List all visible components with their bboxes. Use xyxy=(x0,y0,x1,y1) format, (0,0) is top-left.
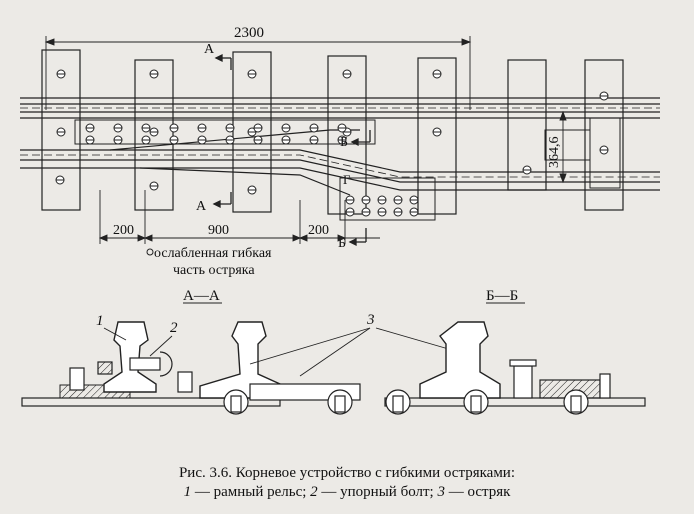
section-b-b-title: Б—Б xyxy=(486,288,518,304)
joint-plates xyxy=(74,117,621,221)
section-a-a-view: А—А 1 2 xyxy=(21,288,361,415)
dimension-chain-lower xyxy=(98,190,380,244)
caption-text-1: — рамный рельс; xyxy=(191,484,311,500)
figure-caption-line-1: Рис. 3.6. Корневое устройство с гибкими … xyxy=(178,465,516,481)
dim-gamma-label: Г xyxy=(343,172,351,187)
section-a-a-title: А—А xyxy=(183,288,220,304)
caption-num-1: 1 xyxy=(183,484,192,500)
dimension-2300 xyxy=(44,36,472,110)
stock-rail-plan xyxy=(20,97,660,119)
dim-364-label: 364,6 xyxy=(547,137,562,169)
stock-rail-profile xyxy=(103,321,157,393)
dim-200-right-label: 200 xyxy=(308,223,329,238)
dim-900-label: 900 xyxy=(208,223,229,238)
caption-text-3: — остряк xyxy=(444,484,511,500)
dim-200-left-label: 200 xyxy=(113,223,134,238)
section-a-bottom-label: А xyxy=(196,199,207,214)
caption-num-2: 2 xyxy=(310,484,318,500)
caption-text-2: — упорный болт; xyxy=(317,484,438,500)
section-b-bottom-label: Б xyxy=(338,236,346,251)
section-a-top-label: А xyxy=(204,42,215,57)
figure-caption-line-2: 1 — рамный рельс; 2 — упорный болт; 3 — … xyxy=(0,483,694,501)
weak-zone-label-1: ослабленная гибкая xyxy=(154,246,272,261)
weak-zone-label-2: часть остряка xyxy=(173,263,255,278)
switch-point-profile-b xyxy=(419,321,501,399)
section-b-b-view: Б—Б xyxy=(384,288,646,415)
section-mark-b xyxy=(348,130,371,247)
section-b-top-label: Б xyxy=(340,135,348,150)
callout-3: 3 xyxy=(366,312,375,328)
caption-num-3: 3 xyxy=(437,484,445,500)
stop-bolt xyxy=(129,357,161,371)
dim-2300-label: 2300 xyxy=(234,25,264,41)
callout-1: 1 xyxy=(96,313,104,329)
dimension-364-6 xyxy=(559,110,567,184)
plan-view: 2300 А А Б Б 364,6 Г xyxy=(20,25,660,278)
bolt-symbols xyxy=(55,69,609,217)
zone-origin-mark xyxy=(146,248,154,256)
section-mark-a xyxy=(212,53,232,209)
callout-2: 2 xyxy=(170,320,178,336)
